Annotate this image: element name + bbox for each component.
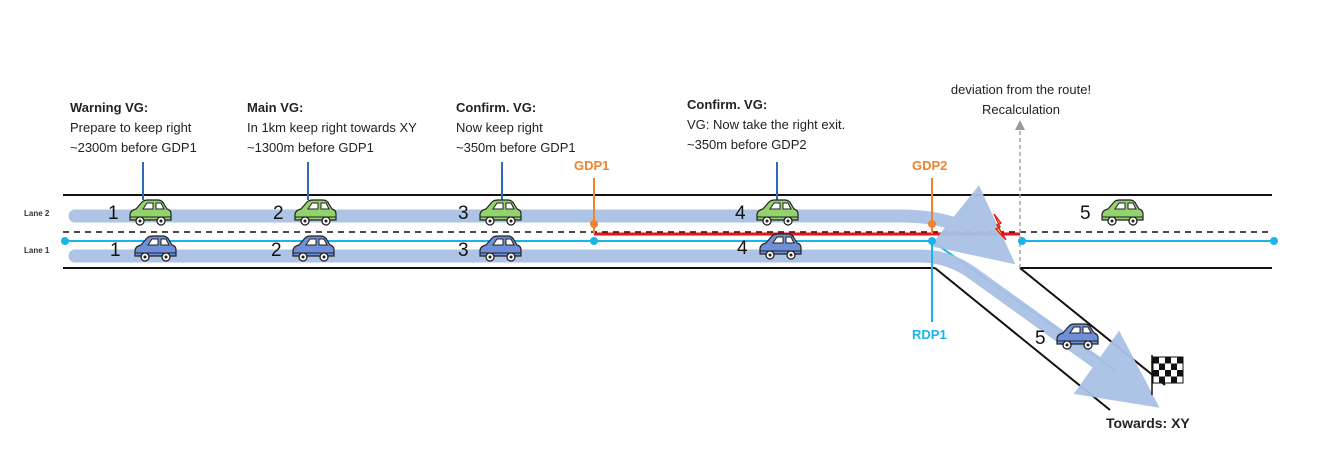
car-number-lane2-5: 5 xyxy=(1080,203,1091,224)
checkered-flag-icon xyxy=(1151,355,1184,395)
gdp2-label: GDP2 xyxy=(912,158,948,173)
car-number-lane1-3: 3 xyxy=(458,240,469,261)
route-dot-rdp1 xyxy=(928,237,936,245)
confirm-vg-title-1: Confirm. VG: xyxy=(456,100,537,115)
warning-vg-line1: Prepare to keep right xyxy=(70,120,192,135)
lane2-label: Lane 2 xyxy=(24,209,50,218)
car-number-lane2-3: 3 xyxy=(458,203,469,224)
deviation-line1: deviation from the route! xyxy=(950,82,1092,97)
confirm-vg-title-2: Confirm. VG: xyxy=(687,97,768,112)
car-number-lane1-4: 4 xyxy=(737,238,748,259)
route-dot-deviation xyxy=(1018,237,1026,245)
lane1-label: Lane 1 xyxy=(24,246,50,255)
car-lane2-5 xyxy=(1101,199,1144,226)
car-number-lane2-4: 4 xyxy=(735,203,746,224)
rdp1-label: RDP1 xyxy=(912,327,947,342)
deviation-arrowhead xyxy=(1015,120,1025,130)
confirm-vg-label-1: Confirm. VG: Now keep right ~350m before… xyxy=(456,98,576,158)
car-number-lane1-1: 1 xyxy=(110,240,121,261)
main-vg-line1: In 1km keep right towards XY xyxy=(247,120,417,135)
destination-label: Towards: XY xyxy=(1106,415,1190,431)
confirm-vg-line1-1: Now keep right xyxy=(456,120,543,135)
deviation-line2: Recalculation xyxy=(981,102,1061,117)
gdp2-marker xyxy=(928,220,936,228)
lightning-icon xyxy=(993,213,1007,241)
car-number-exit-5: 5 xyxy=(1035,328,1046,349)
car-number-lane1-2: 2 xyxy=(271,240,282,261)
gdp1-marker xyxy=(590,220,598,228)
main-vg-line2: ~1300m before GDP1 xyxy=(247,140,374,155)
warning-vg-line2: ~2300m before GDP1 xyxy=(70,140,197,155)
confirm-vg-label-2: Confirm. VG: VG: Now take the right exit… xyxy=(687,95,845,155)
deviation-label: deviation from the route! Recalculation xyxy=(921,80,1121,120)
route-dot-start xyxy=(61,237,69,245)
warning-vg-label: Warning VG: Prepare to keep right ~2300m… xyxy=(70,98,197,158)
lane2-path-arrow xyxy=(68,185,1016,265)
main-vg-title: Main VG: xyxy=(247,100,304,115)
confirm-vg-line1-2: VG: Now take the right exit. xyxy=(687,117,846,132)
route-dot-gdp1 xyxy=(590,237,598,245)
route-dot-end xyxy=(1270,237,1278,245)
gdp1-label: GDP1 xyxy=(574,158,610,173)
confirm-vg-line2-2: ~350m before GDP2 xyxy=(687,137,807,152)
warning-vg-title: Warning VG: xyxy=(70,100,149,115)
car-number-lane2-2: 2 xyxy=(273,203,284,224)
lane1-path-arrow xyxy=(68,249,1160,408)
main-vg-label: Main VG: In 1km keep right towards XY ~1… xyxy=(247,98,417,158)
car-number-lane2-1: 1 xyxy=(108,203,119,224)
confirm-vg-line2-1: ~350m before GDP1 xyxy=(456,140,576,155)
